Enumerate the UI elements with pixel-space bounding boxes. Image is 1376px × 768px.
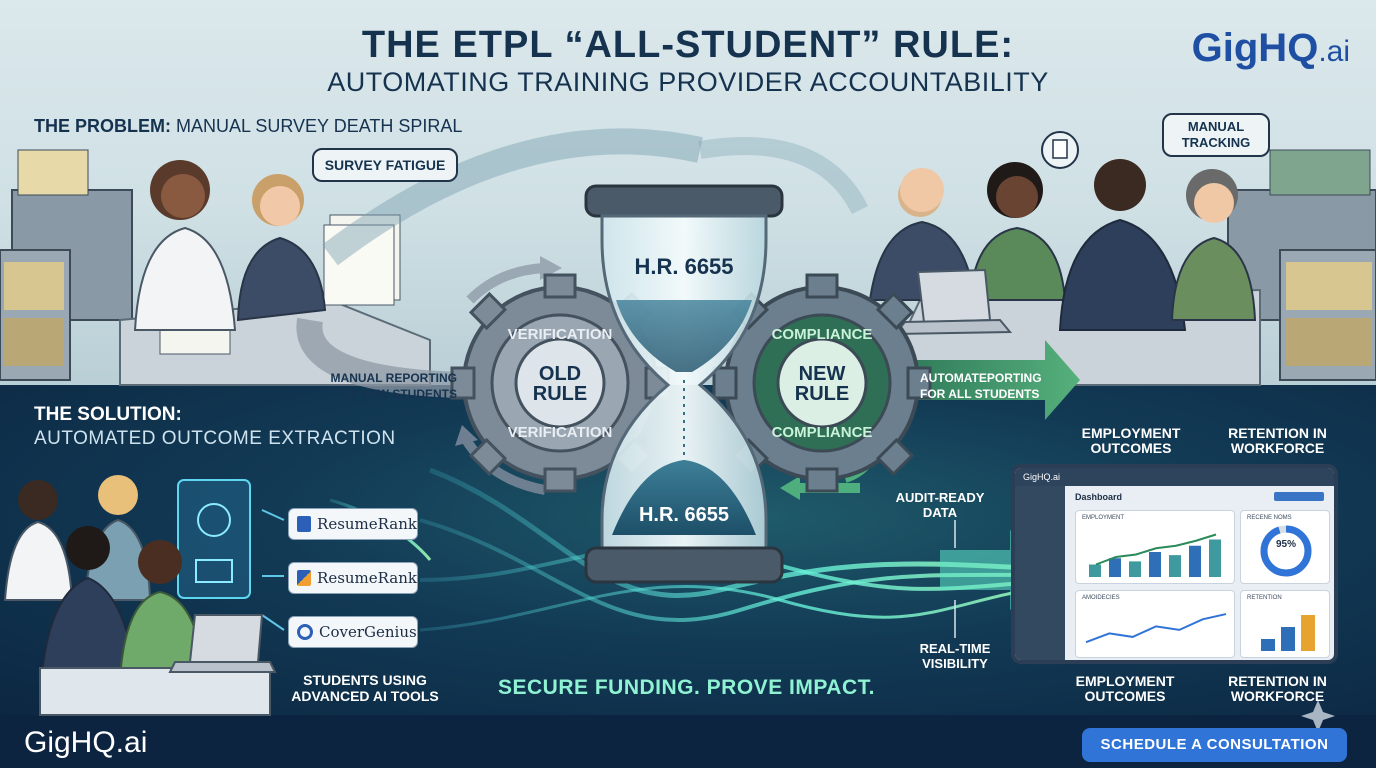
brand-logo-bottom: GigHQ.ai [24, 726, 148, 759]
employment-bar [1209, 539, 1221, 577]
tool-card-label: CoverGenius [319, 623, 417, 641]
retention-bar [1301, 615, 1315, 651]
problem-heading-bold: THE PROBLEM: [34, 116, 171, 136]
manual-reporting-label: MANUAL REPORTING OF FEW STUDENTS [330, 371, 457, 401]
filing-cabinet-right [1227, 149, 1376, 381]
survey-fatigue-bubble: SURVEY FATIGUE [312, 148, 458, 182]
new-gear-center: NEW RULE [778, 364, 866, 404]
outcomes-panel: AMOIDECIES [1075, 590, 1235, 658]
office-worker-right-2 [968, 162, 1067, 301]
retention-chart [1261, 615, 1315, 651]
office-worker-right-3 [1058, 159, 1187, 331]
office-worker-right-4 [1170, 169, 1257, 321]
employment-bar [1129, 561, 1141, 577]
student-1 [3, 480, 74, 601]
employment-bar [1089, 564, 1101, 577]
retention-gauge-title: RECENE NOMS [1247, 515, 1292, 521]
employment-bar [1109, 558, 1121, 577]
outcomes-line [1085, 613, 1227, 644]
real-time-label: REAL-TIME VISIBILITY [919, 641, 991, 671]
sparkle-icon [1301, 700, 1335, 732]
gauge-fill [1260, 525, 1312, 577]
employment-chart [1089, 533, 1221, 577]
c-logo-icon [297, 624, 313, 640]
retention-gauge [1260, 525, 1312, 577]
tool-card-label: ResumeRank [317, 569, 417, 587]
problem-heading-rest: MANUAL SURVEY DEATH SPIRAL [171, 116, 463, 136]
students-label: STUDENTS USING ADVANCED AI TOOLS [291, 672, 439, 704]
office-worker-left-1 [133, 160, 237, 331]
brand-logo-main: GigHQ [1191, 26, 1319, 70]
dashboard-mockup: GigHQ.ai Dashboard EMPLOYMENT RECENE NOM… [1011, 464, 1338, 664]
problem-heading: THE PROBLEM: MANUAL SURVEY DEATH SPIRAL [34, 116, 462, 137]
audit-ready-label: AUDIT-READY DATA [895, 490, 985, 520]
filing-cabinet-left [0, 149, 133, 381]
solution-heading: THE SOLUTION: [34, 404, 182, 425]
schedule-consultation-button[interactable]: SCHEDULE A CONSULTATION [1082, 728, 1347, 762]
outcomes-chart [1085, 613, 1227, 644]
retention-panel: RETENTION [1240, 590, 1330, 658]
laptop-icon [892, 268, 1013, 336]
student-desk [39, 667, 271, 716]
old-gear-ring-bottom: VERIFICATION [507, 424, 613, 441]
brand-logo-suffix: .ai [1318, 35, 1350, 68]
retention-gauge-panel: RECENE NOMS 95% [1240, 510, 1330, 584]
employment-bar [1169, 555, 1181, 577]
manual-flow-arrow [296, 317, 461, 398]
page-subtitle: AUTOMATING TRAINING PROVIDER ACCOUNTABIL… [327, 67, 1049, 97]
retention-gauge-value: 95% [1275, 539, 1296, 550]
dashboard-app-name: GigHQ.ai [1015, 468, 1334, 486]
automated-flow-arrow [905, 340, 1080, 420]
dashboard-button [1274, 492, 1324, 501]
old-gear-center-line2: RULE [532, 383, 588, 405]
old-gear-center: OLD RULE [516, 364, 604, 404]
new-gear-center-line1: NEW [798, 363, 846, 385]
employment-panel-title: EMPLOYMENT [1082, 515, 1125, 521]
student-4 [118, 540, 207, 681]
new-rule-gear [712, 273, 932, 493]
solution-subheading: AUTOMATED OUTCOME EXTRACTION [34, 428, 396, 449]
hourglass-bottom-label: H.R. 6655 [638, 504, 730, 526]
metric-retention-bottom: RETENTION IN WORKFORCE [1228, 673, 1327, 704]
office-worker-left-2 [236, 174, 327, 322]
retention-panel-title: RETENTION [1247, 595, 1282, 601]
retention-bar [1281, 627, 1295, 651]
k-logo-icon [297, 570, 312, 586]
dashboard-title: Dashboard [1075, 492, 1123, 502]
metric-retention-top: RETENTION IN WORKFORCE [1228, 425, 1327, 456]
document-icon [297, 516, 312, 532]
dashboard-sidebar [1015, 486, 1065, 660]
ai-hologram-icon [177, 479, 251, 599]
metric-employment-bottom: EMPLOYMENT OUTCOMES [1075, 673, 1175, 704]
old-rule-gear [450, 273, 670, 493]
employment-bar [1189, 545, 1201, 577]
outcomes-panel-title: AMOIDECIES [1082, 595, 1120, 601]
new-gear-ring-bottom: COMPLIANCE [771, 424, 873, 441]
page-title: THE ETPL “ALL-STUDENT” RULE: [361, 24, 1015, 66]
paper-stack-icon [159, 214, 401, 355]
hourglass-top-label: H.R. 6655 [634, 254, 734, 279]
metric-employment-top: EMPLOYMENT OUTCOMES [1081, 425, 1181, 456]
tool-card-resumerank-1: ResumeRank [288, 508, 418, 540]
employment-bar [1149, 552, 1161, 577]
employment-trend-line [1095, 533, 1217, 566]
tool-card-label: ResumeRank [317, 515, 417, 533]
hourglass [584, 184, 784, 584]
tool-card-covergenius: CoverGenius [288, 616, 418, 648]
brand-logo-top: GigHQ.ai [1192, 26, 1350, 71]
old-gear-center-line1: OLD [538, 363, 582, 385]
tagline: SECURE FUNDING. PROVE IMPACT. [498, 676, 875, 699]
old-gear-ring-top: VERIFICATION [507, 326, 613, 343]
tool-card-resumerank-2: ResumeRank [288, 562, 418, 594]
manual-tracking-bubble: MANUAL TRACKING [1162, 113, 1270, 157]
student-laptop-icon [168, 614, 277, 673]
new-gear-ring-top: COMPLIANCE [771, 326, 873, 343]
automated-reporting-label: AUTOMATEPORTING FOR ALL STUDENTS [920, 371, 1042, 401]
employment-panel: EMPLOYMENT [1075, 510, 1235, 584]
new-gear-center-line2: RULE [794, 383, 850, 405]
retention-bar [1261, 639, 1275, 651]
